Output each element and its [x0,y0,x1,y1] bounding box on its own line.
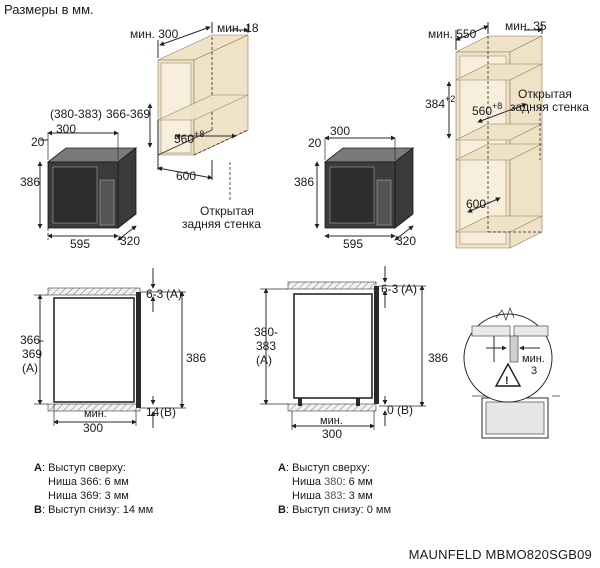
note-b-left: B: Выступ снизу: 14 мм [34,504,154,516]
label-560: 560+8 [174,129,204,146]
detail-gap-view: ! [463,306,560,439]
notes-left: A: Выступ сверху: Ниша 366: 6 мм Ниша 36… [34,461,153,517]
label-min-18: мин. 18 [217,21,259,35]
label-20: 20 [31,135,45,149]
side-view-left [34,268,186,428]
label-386-mid: 386 [294,175,314,189]
label-595: 595 [70,237,90,251]
top-left-wall-cabinet [147,22,249,200]
label-380-mid: 380- [254,325,278,339]
note-a-right: A: Выступ сверху: [278,462,370,474]
label-min-left: мин. [84,408,107,420]
svg-text:!: ! [505,375,509,387]
label-366-369: 366-369 [106,107,150,121]
label-380-383: (380-383) [50,107,102,121]
label-min-300: мин. 300 [130,27,179,41]
top-left-oven [37,130,138,241]
warning-triangle-icon [494,362,522,387]
label-6-3-mid: 6-3 [381,282,399,296]
label-14: 14 [146,405,160,419]
top-right-tall-cabinet [446,22,543,249]
label-a-mid: (A) [401,282,417,296]
label-open-back-right-1: Открытая [518,87,572,101]
label-6-3-left: 6-3 [146,287,164,301]
note-niche-369: Ниша 369: 3 мм [48,490,129,502]
label-300-side-left: 300 [83,421,103,435]
note-niche-366: Ниша 366: 6 мм [48,476,129,488]
label-369-left: 369 [22,347,42,361]
top-middle-oven [314,135,415,241]
label-320-mid: 320 [396,234,416,248]
label-min-550: мин. 550 [428,27,477,41]
label-open-back-right-2: задняя стенка [510,100,589,114]
label-b-mid: (B) [397,403,413,417]
label-300-side-mid: 300 [322,427,342,441]
label-20-mid: 20 [308,136,322,150]
label-600-right: 600 [466,197,486,211]
label-min-detail: мин. [522,353,545,365]
label-595-mid: 595 [343,237,363,251]
label-3-detail: 3 [531,365,537,377]
label-384: 384+2 [425,94,455,111]
note-niche-380: Ниша 380: 6 мм [292,476,373,488]
label-a2-left: (A) [22,361,38,375]
label-open-back-1: Открытая [200,204,254,218]
side-view-middle [260,266,426,430]
label-b-left: (B) [160,405,176,419]
page-title: Размеры в мм. [4,2,94,17]
note-a-left: A: Выступ сверху: [34,462,126,474]
label-386-side-mid: 386 [428,351,448,365]
label-open-back-2: задняя стенка [182,217,261,231]
label-min-mid: мин. [320,415,343,427]
note-b-right: B: Выступ снизу: 0 мм [278,504,392,516]
note-niche-383: Ниша 383: 3 мм [292,490,373,502]
label-0: 0 [387,403,394,417]
label-a-left: (A) [166,287,182,301]
label-386-side-left: 386 [186,351,206,365]
label-300-mid: 300 [330,124,350,138]
model-name: MAUNFELD MBMO820SGB09 [408,547,592,562]
label-600: 600 [176,169,196,183]
label-366-left: 366- [20,333,44,347]
notes-right: A: Выступ сверху: Ниша 380: 6 мм Ниша 38… [278,461,391,517]
label-min-35: мин. 35 [505,19,547,33]
label-386: 386 [20,175,40,189]
label-a2-mid: (A) [256,353,272,367]
label-383-mid: 383 [256,339,276,353]
label-560-right: 560+8 [472,101,502,118]
label-300: 300 [56,122,76,136]
label-320: 320 [120,234,140,248]
